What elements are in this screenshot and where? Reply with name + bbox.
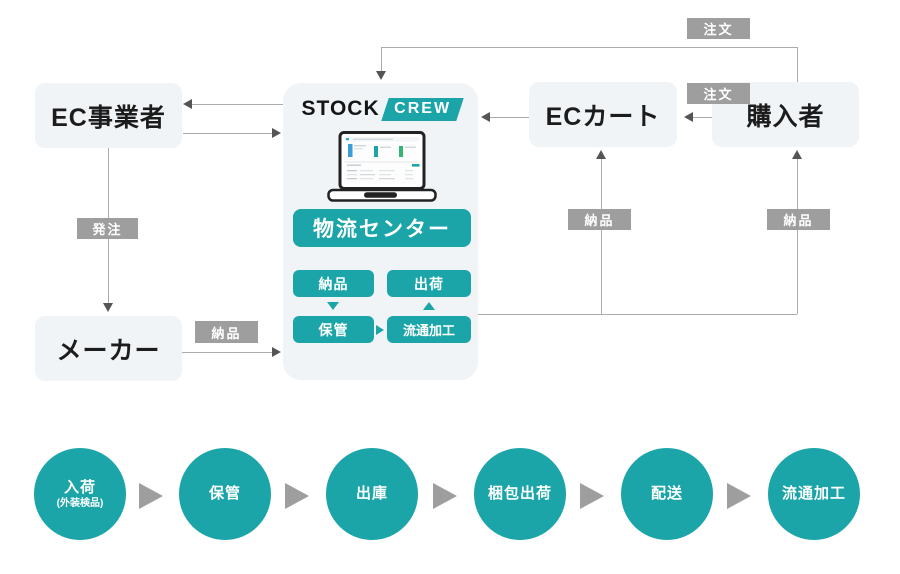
stockcrew-panel: STOCK CREW [283,83,478,380]
ec-cart-label: ECカート [545,102,661,131]
arrowhead-into-stockcrew-right [481,112,490,122]
purchase-order-text: 発注 [92,222,123,237]
step-outbound-label: 出庫 [355,485,388,502]
ec-operator-label: EC事業者 [51,103,166,132]
step-delivery-label: 配送 [650,485,683,502]
line-delivery-bottom [478,314,797,315]
step-arrow-icon [139,483,163,509]
arrowhead-up-into-cart [596,150,606,159]
edge-label-delivery-maker: 納品 [195,321,258,343]
step-circle-delivery: 配送 [621,448,713,540]
arrowhead-operator-to-stockcrew [272,128,281,138]
line-cart-to-stockcrew [490,117,529,118]
line-maker-to-stockcrew [182,352,272,353]
panel-processing-label: 流通加工 [402,323,455,338]
line-order-top [381,47,797,48]
step-circle-processing: 流通加工 [768,448,860,540]
arrowhead-to-operator [183,99,192,109]
line-operator-to-stockcrew [183,133,272,134]
arrowhead-up-into-purchaser [792,150,802,159]
edge-label-order-mid: 注文 [687,83,750,104]
edge-label-purchase-order: 発注 [77,218,138,239]
arrowhead-into-stockcrew-top [376,71,386,80]
delivery-purchaser-text: 納品 [783,213,814,228]
step-circle-packing: 梱包出荷 [474,448,566,540]
edge-label-order-top: 注文 [687,18,750,39]
edge-label-delivery-cart: 納品 [568,209,631,230]
step-inbound-label: 入荷 [63,478,96,496]
arrowhead-into-maker [103,303,113,312]
step-arrow-icon [433,483,457,509]
step-packing-label: 梱包出荷 [487,485,552,502]
panel-shipping-label: 出荷 [414,275,444,292]
step-storage-label: 保管 [208,485,241,502]
logistics-center-box: 物流センター [293,209,471,247]
panel-delivery-box: 納品 [293,270,374,297]
panel-delivery-label: 納品 [318,275,349,292]
arrowhead-into-cart [684,112,693,122]
line-delivery-to-purchaser [797,159,798,314]
step-inbound-sublabel: (外装検品) [56,497,104,509]
stockcrew-logo: STOCK CREW [283,97,478,121]
line-order-from-purchaser [797,47,798,82]
step-circle-inbound: 入荷 (外装検品) [34,448,126,540]
logo-crew-text: CREW [393,99,451,117]
step-arrow-icon [285,483,309,509]
ec-cart-box: ECカート [529,82,677,147]
teal-arrow-down-icon [327,302,339,310]
order-mid-text: 注文 [703,87,734,102]
panel-storage-label: 保管 [318,321,349,338]
purchaser-box: 購入者 [712,82,859,147]
panel-shipping-box: 出荷 [387,270,471,297]
edge-label-delivery-purchaser: 納品 [767,209,830,230]
laptop-icon [327,131,437,202]
logo-crew-badge: CREW [380,97,464,121]
line-purchaser-to-cart [693,117,712,118]
line-order-into-stockcrew [381,47,382,71]
maker-label: メーカー [56,336,161,365]
logo-stock-text: STOCK [301,97,380,120]
panel-processing-box: 流通加工 [387,316,471,343]
step-arrow-icon [580,483,604,509]
logistics-center-label: 物流センター [313,218,451,241]
arrowhead-maker-to-stockcrew [272,347,281,357]
delivery-maker-text: 納品 [211,325,242,341]
line-delivery-to-cart [601,159,602,314]
teal-arrow-right-icon [376,325,384,335]
maker-box: メーカー [35,316,182,381]
step-circle-outbound: 出庫 [326,448,418,540]
panel-storage-box: 保管 [293,316,374,343]
line-stockcrew-to-operator [192,104,283,105]
step-processing-label: 流通加工 [781,485,846,502]
step-circle-storage: 保管 [179,448,271,540]
step-arrow-icon [727,483,751,509]
ec-operator-box: EC事業者 [35,83,182,148]
teal-arrow-up-icon [423,302,435,310]
order-top-text: 注文 [703,22,734,37]
purchaser-label: 購入者 [746,102,825,131]
delivery-cart-text: 納品 [584,213,615,228]
